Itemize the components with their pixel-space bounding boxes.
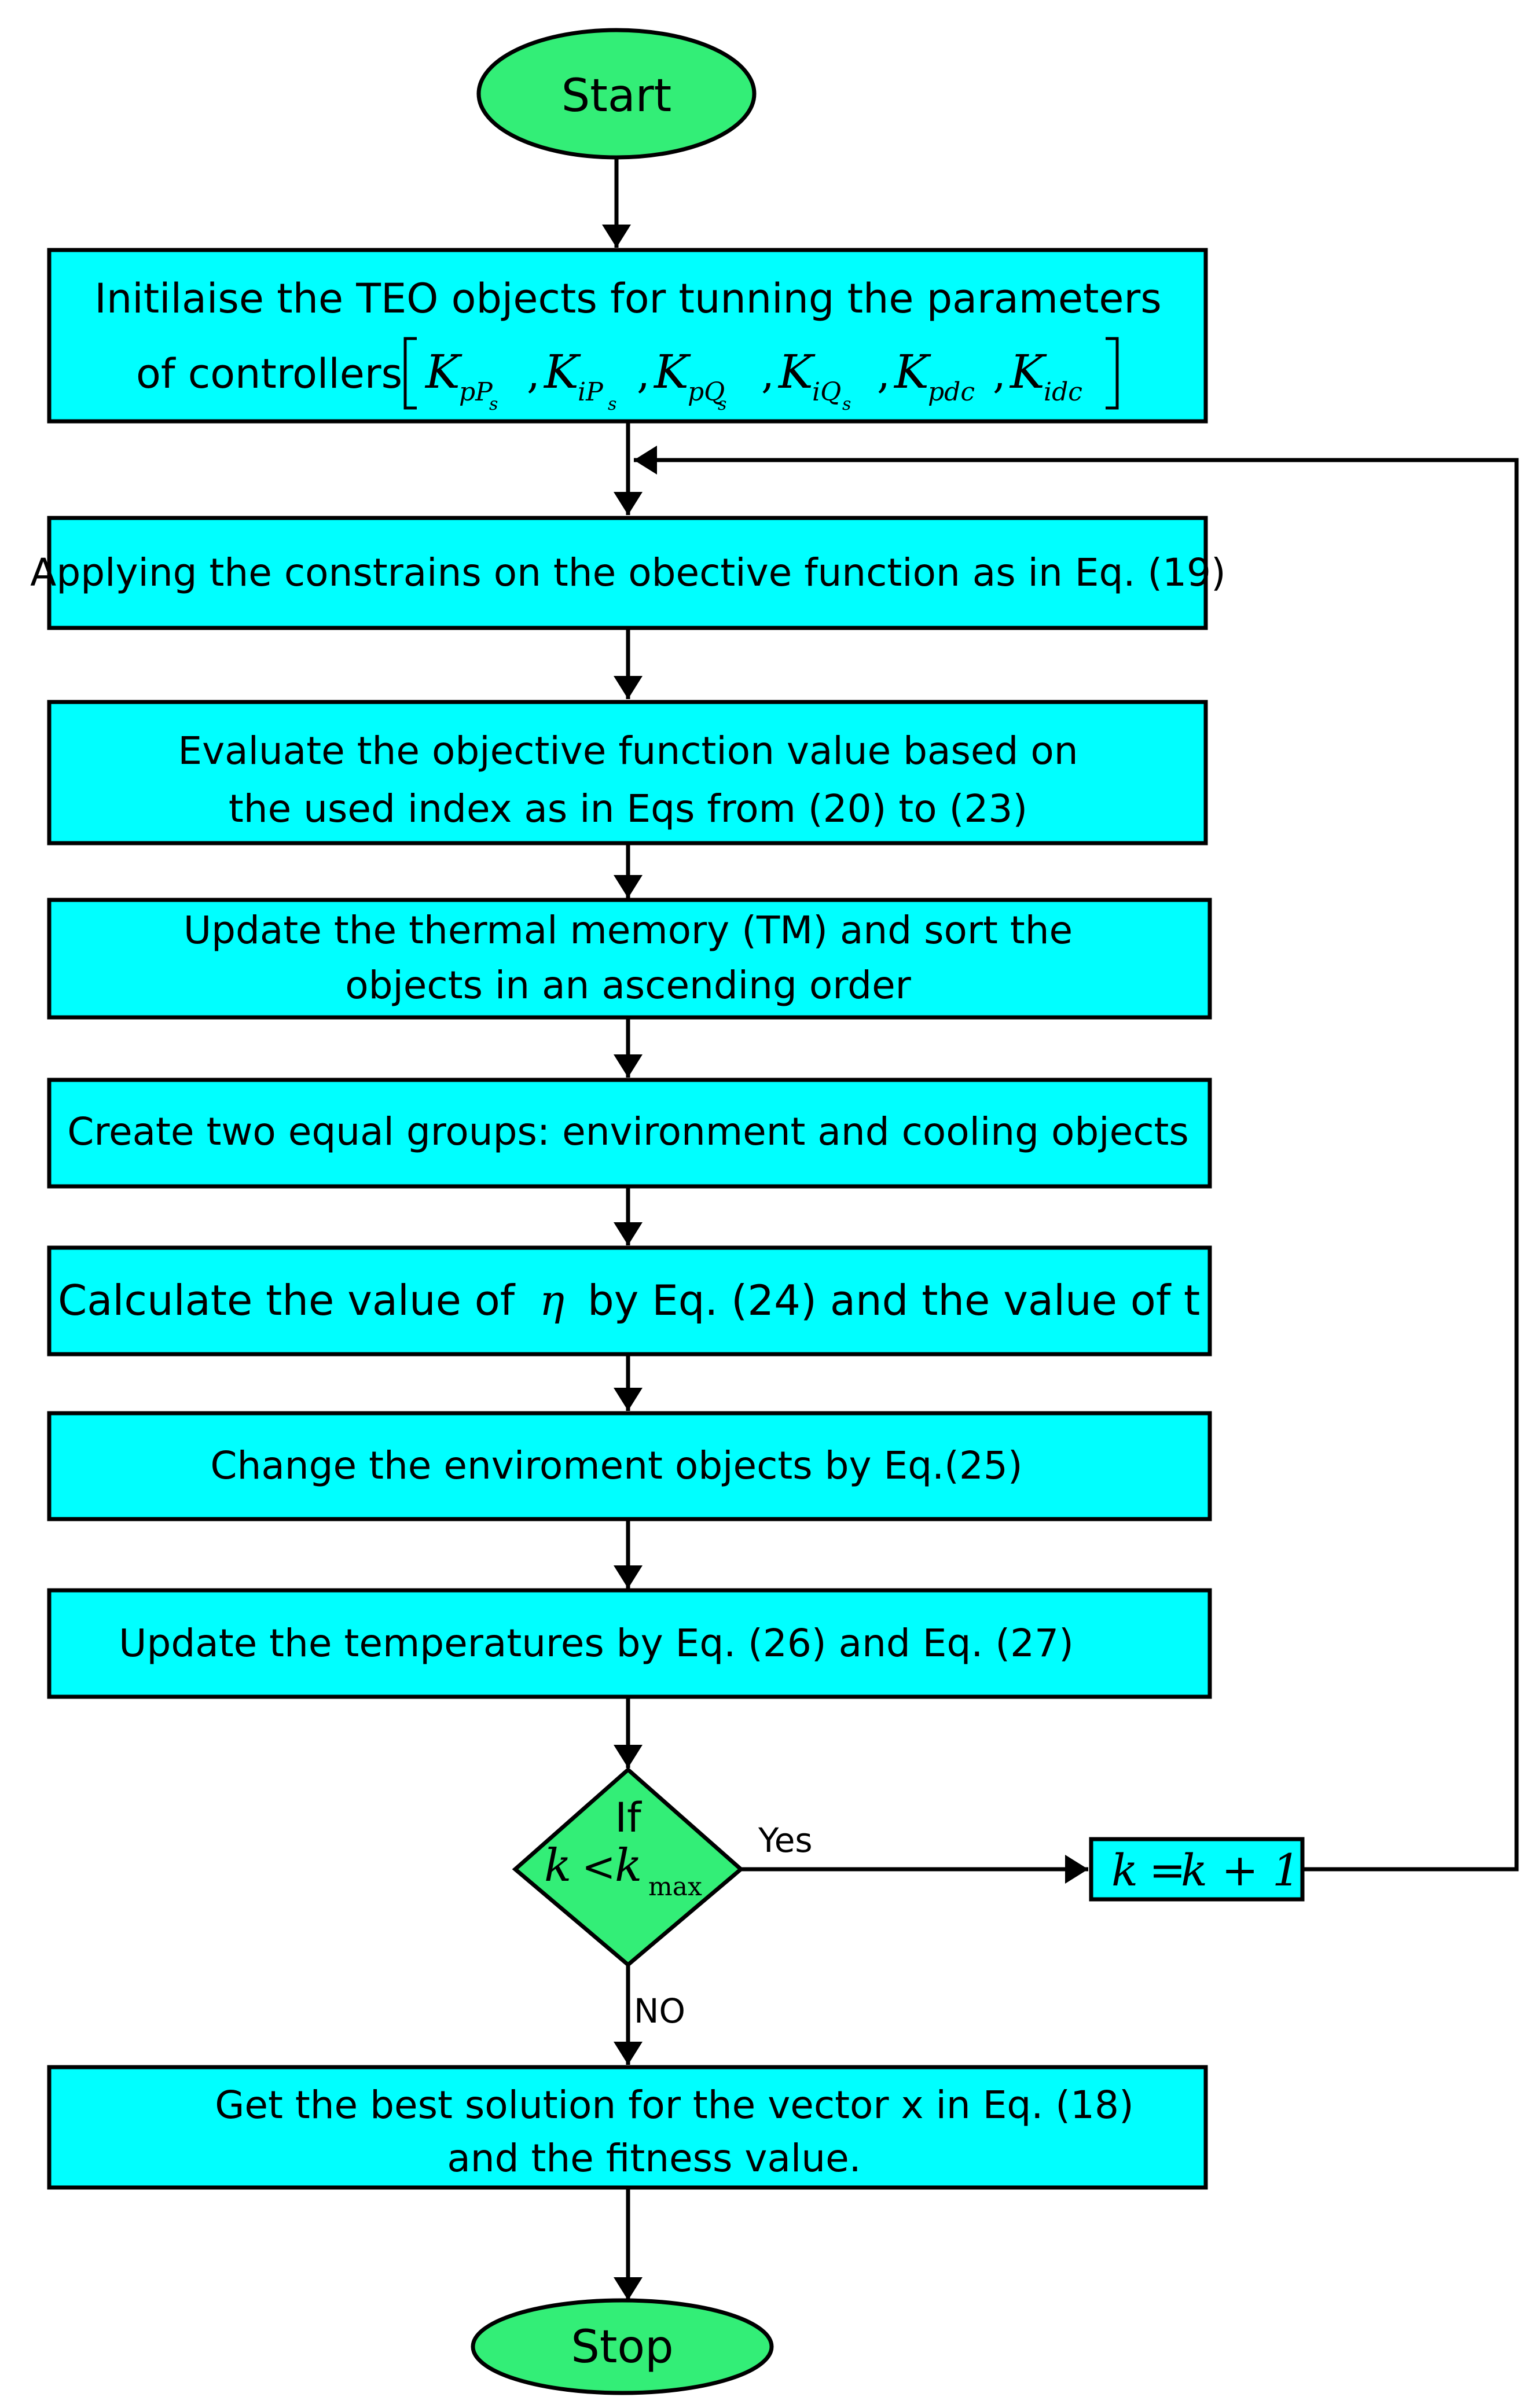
arrowhead-increment <box>1065 1855 1088 1884</box>
yes-label: Yes <box>758 1821 813 1860</box>
step-create-groups: Create two equal groups: environment and… <box>47 1078 1212 1189</box>
arrowhead-step1 <box>602 225 631 248</box>
parameter-separator: , <box>877 349 890 398</box>
step-initialise: Initilaise the TEO objects for tunning t… <box>47 248 1208 424</box>
step7-text: Change the enviroment objects by Eq.(25) <box>210 1443 1022 1488</box>
parameter-base: K <box>1009 345 1047 399</box>
parameter-subscript: iP <box>578 377 604 407</box>
arrowhead-final-step <box>614 2042 643 2065</box>
stop-terminal: Stop <box>471 2298 774 2395</box>
step-evaluate: Evaluate the objective function value ba… <box>47 700 1208 845</box>
step6-text-part1: Calculate the value of <box>58 1276 516 1325</box>
step-apply-constraints: Applying the constrains on the obective … <box>30 516 1226 630</box>
increment-eq: = <box>1149 1844 1186 1896</box>
decision-kmax-sub: max <box>648 1872 702 1902</box>
right-bracket <box>1106 337 1119 410</box>
step9-line2: and the fitness value. <box>447 2136 861 2181</box>
step6-text-t: t <box>1184 1276 1200 1325</box>
step1-line2: of controllers <box>136 350 402 398</box>
step5-text: Create two equal groups: environment and… <box>67 1109 1189 1154</box>
arrowhead-step3 <box>614 676 643 699</box>
parameter-separator: , <box>993 349 1006 398</box>
no-label: NO <box>634 1991 685 2031</box>
parameter-base: K <box>653 345 691 399</box>
parameter-subscript: pQ <box>688 377 725 407</box>
parameter-sub-subscript: s <box>608 394 616 414</box>
parameter-sub-subscript: s <box>842 394 851 414</box>
step9-line1: Get the best solution for the vector x i… <box>215 2083 1134 2127</box>
parameter-sub-subscript: s <box>718 394 726 414</box>
step-calculate-eta: Calculate the value of η by Eq. (24) and… <box>47 1245 1212 1356</box>
arrowhead-stop <box>614 2277 643 2300</box>
parameter-separator: , <box>637 349 650 398</box>
arrowhead-step2 <box>614 492 643 515</box>
increment-box: k = k + 1 <box>1089 1837 1305 1902</box>
stop-label: Stop <box>571 2321 673 2373</box>
increment-rhs: k + 1 <box>1181 1844 1300 1896</box>
parameter-subscript: pP <box>459 377 493 407</box>
arrowhead-step4 <box>614 875 643 898</box>
step4-line2: objects in an ascending order <box>345 963 911 1008</box>
parameter-sub-subscript: s <box>489 394 498 414</box>
step-update-temperatures: Update the temperatures by Eq. (26) and … <box>47 1588 1212 1699</box>
decision-kmax: k <box>615 1840 642 1892</box>
step2-text: Applying the constrains on the obective … <box>30 550 1226 595</box>
start-label: Start <box>561 70 672 122</box>
arrowhead-step8 <box>614 1565 643 1589</box>
step6-text-part2: by Eq. (24) and the value of <box>588 1276 1172 1325</box>
step8-text: Update the temperatures by Eq. (26) and … <box>119 1621 1074 1666</box>
increment-lhs: k <box>1111 1844 1138 1896</box>
parameter-base: K <box>424 345 462 399</box>
start-terminal: Start <box>476 28 757 160</box>
step3-line2: the used index as in Eqs from (20) to (2… <box>229 786 1027 831</box>
decision-lt: < <box>582 1843 616 1891</box>
parameter-base: K <box>893 345 931 399</box>
arrowhead-step6 <box>614 1222 643 1245</box>
parameter-base: K <box>777 345 816 399</box>
arrowhead-decision <box>614 1745 643 1768</box>
parameter-separator: , <box>527 349 540 398</box>
loop-back-line <box>634 458 1519 1872</box>
step-get-best-solution: Get the best solution for the vector x i… <box>47 2065 1208 2190</box>
parameter-subscript: iQ <box>812 377 841 407</box>
left-bracket <box>403 337 417 410</box>
decision-k: k <box>544 1840 571 1892</box>
step4-line1: Update the thermal memory (TM) and sort … <box>183 908 1073 953</box>
step-change-environment: Change the enviroment objects by Eq.(25) <box>47 1411 1212 1521</box>
step-update-memory: Update the thermal memory (TM) and sort … <box>47 898 1212 1020</box>
step1-line1: Initilaise the TEO objects for tunning t… <box>94 275 1162 322</box>
connectors <box>602 157 1519 2300</box>
decision-if: If <box>615 1794 642 1841</box>
parameter-base: K <box>543 345 581 399</box>
step3-line1: Evaluate the objective function value ba… <box>178 729 1078 773</box>
decision-diamond: If k < k max <box>512 1767 744 1968</box>
parameter-separator: , <box>761 349 774 398</box>
parameter-subscript: pdc <box>928 377 975 407</box>
arrowhead-step7 <box>614 1388 643 1411</box>
eta-symbol: η <box>539 1276 564 1325</box>
parameter-subscript: idc <box>1044 377 1082 407</box>
arrowhead-step5 <box>614 1054 643 1078</box>
arrowhead-loop <box>634 446 657 475</box>
